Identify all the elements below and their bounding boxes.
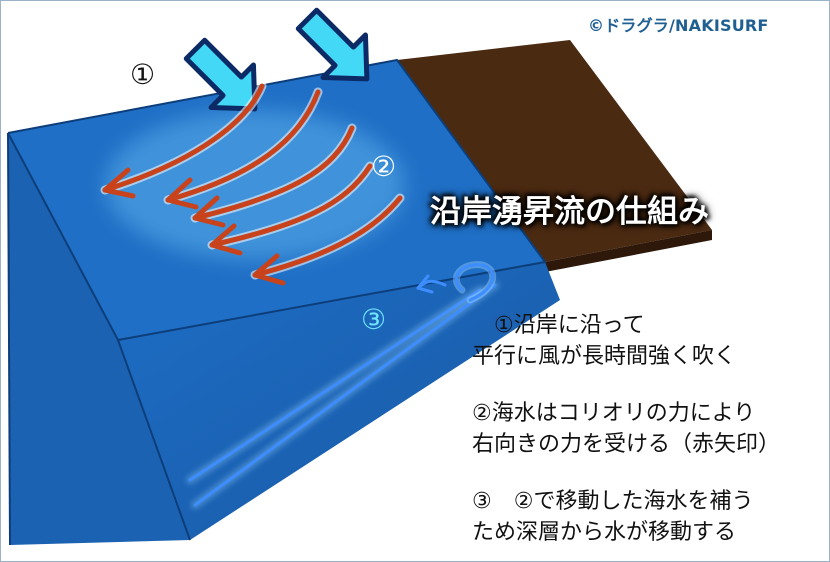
ekman-transport-arrow-icon (190, 123, 357, 228)
land-top (397, 40, 712, 262)
marker-one: ① (130, 58, 156, 91)
land-edge (545, 230, 712, 272)
description-line: ため深層から水が移動する (472, 520, 737, 545)
wind-arrow-icon (295, 7, 370, 82)
surface-glow (105, 110, 405, 260)
ekman-transport-arrow-icon (250, 193, 405, 286)
marker-three: ③ (361, 303, 387, 336)
ekman-transport-arrow-icon (207, 161, 375, 256)
ekman-transport-arrow-icon (100, 81, 267, 199)
diagram-title: 沿岸湧昇流の仕組み (430, 194, 709, 230)
description-coriolis: ②海水はコリオリの力により 右向きの力を受ける（赤矢印） (472, 398, 780, 460)
marker-two: ② (371, 150, 397, 183)
description-wind: ①沿岸に沿って 平行に風が長時間強く吹く (472, 310, 736, 372)
ekman-transport-arrow-icon (163, 87, 323, 210)
ocean-edge-left (7, 132, 11, 546)
description-line: ③ ②で移動した海水を補う (472, 489, 754, 514)
description-line: ①沿岸に沿って (472, 313, 645, 338)
description-line: 右向きの力を受ける（赤矢印） (472, 432, 781, 457)
description-upwelling: ③ ②で移動した海水を補う ため深層から水が移動する (472, 486, 753, 548)
description-line: ②海水はコリオリの力により (472, 401, 756, 426)
ocean-edges (7, 58, 547, 342)
upwelling-arrow-icon (186, 261, 499, 509)
ocean-edge-front (117, 339, 191, 541)
description-line: 平行に風が長時間強く吹く (472, 344, 737, 369)
ocean-front-face (8, 133, 190, 545)
wind-arrow-icon (183, 37, 258, 112)
copyright-text: ©ドラグラ/NAKISURF (588, 16, 769, 35)
